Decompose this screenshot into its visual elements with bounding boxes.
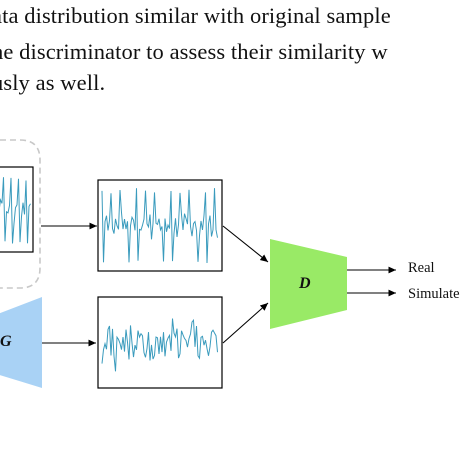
real-signal-waveform — [0, 177, 31, 244]
arrow-simulated-to-discriminator — [222, 302, 269, 344]
real-samples-group — [0, 139, 41, 289]
simulated-signal-waveform — [101, 318, 218, 372]
original-signal-waveform — [101, 188, 218, 264]
arrow-original-to-discriminator — [222, 225, 269, 263]
output-simulated-label: Simulate — [408, 286, 460, 302]
discriminator-block — [270, 239, 347, 329]
output-real-label: Real — [408, 260, 435, 276]
discriminator-label: D — [299, 275, 311, 292]
body-text-line-3: usly as well. — [0, 70, 106, 95]
body-text-line-1: ata distribution similar with original s… — [0, 3, 391, 28]
generator-block — [0, 297, 42, 388]
generator-label: G — [0, 333, 12, 350]
body-text-line-2: he discriminator to assess their similar… — [0, 39, 388, 64]
